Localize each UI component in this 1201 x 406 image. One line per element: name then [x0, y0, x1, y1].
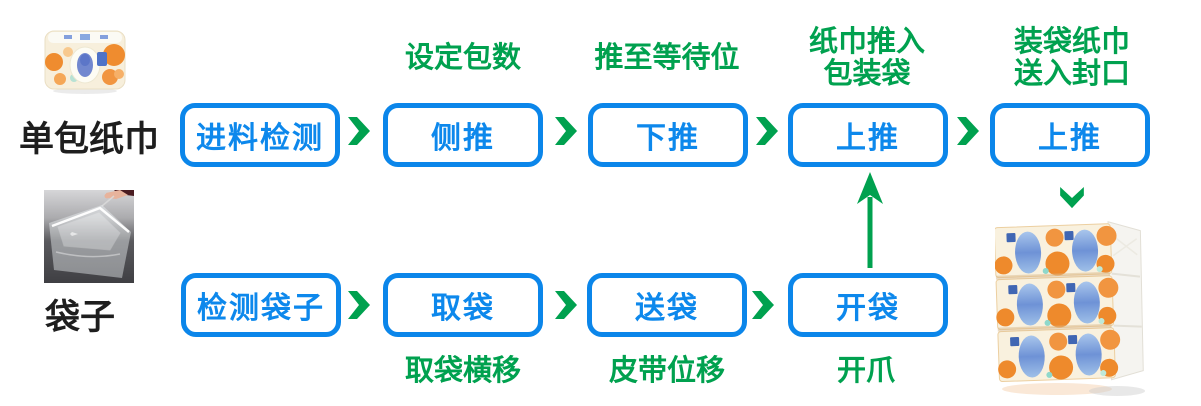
- step-up-push-2: 上推: [990, 103, 1150, 167]
- flow-chevron-icon: [756, 117, 778, 145]
- step-take-bag: 取袋: [383, 273, 543, 337]
- flow-chevron-icon: [752, 291, 774, 319]
- plastic-bag-image: [44, 190, 134, 283]
- flow-chevron-icon: [555, 117, 577, 145]
- label-single-pack-tissue: 单包纸巾: [18, 120, 159, 160]
- note-line: 装袋纸巾: [1013, 24, 1130, 58]
- note-set-pack-count: 设定包数: [404, 40, 521, 74]
- note-belt-shift: 皮带位移: [608, 353, 725, 387]
- packed-tissues-image: [995, 221, 1145, 396]
- step-up-push-1: 上推: [788, 103, 948, 167]
- step-open-bag: 开袋: [788, 273, 948, 337]
- step-side-push: 侧推: [383, 103, 543, 167]
- flow-chevron-icon: [348, 291, 370, 319]
- note-line: 包装袋: [823, 56, 911, 90]
- label-bag: 袋子: [44, 298, 115, 338]
- step-down-push: 下推: [588, 103, 748, 167]
- note-send-to-seal: 装袋纸巾 送入封口: [982, 25, 1162, 89]
- step-feed-detection: 进料检测: [180, 103, 340, 167]
- note-take-bag-shift: 取袋横移: [404, 353, 521, 387]
- step-detect-bag: 检测袋子: [181, 273, 341, 337]
- up-arrow-icon: [857, 172, 883, 268]
- down-chevron-icon: [1060, 187, 1084, 209]
- tissue-pack-image: [44, 30, 126, 94]
- note-line: 纸巾推入: [808, 24, 925, 58]
- step-send-bag: 送袋: [587, 273, 747, 337]
- flow-chevron-icon: [957, 117, 979, 145]
- flow-chevron-icon: [555, 291, 577, 319]
- flow-chevron-icon: [348, 117, 370, 145]
- note-open-claw: 开爪: [836, 353, 895, 387]
- note-push-to-waiting: 推至等待位: [594, 40, 740, 74]
- note-line: 送入封口: [1013, 56, 1130, 90]
- note-push-into-bag: 纸巾推入 包装袋: [777, 25, 957, 89]
